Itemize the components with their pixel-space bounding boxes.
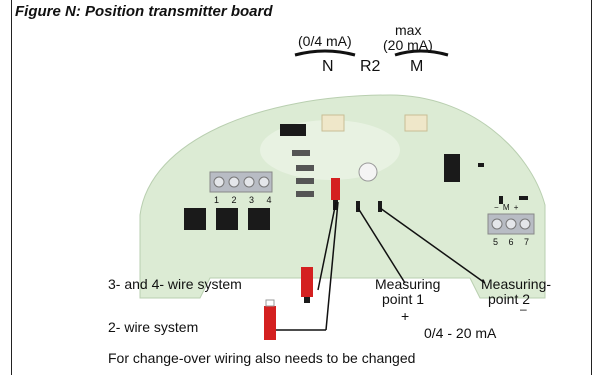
jumper-pin [265,299,275,307]
circuit-board [139,94,546,299]
callout-line [317,201,337,291]
ic-chip [216,208,238,230]
potentiometer-n [321,114,345,132]
range-high-label: (20 mA) [383,37,433,53]
pot-n-arc [294,49,356,57]
terminal-screw [505,218,517,230]
jumper-3-4-wire-icon [301,267,313,297]
figure-title: Figure N: Position transmitter board [15,3,273,20]
ic-chip [444,154,460,182]
measuring-point-1 [356,201,360,212]
measuring-point-2-line1: Measuring- [481,276,552,292]
pin [499,196,503,204]
pot-m-arc [394,49,449,57]
callout-line [357,207,406,284]
r2-component [358,162,378,182]
measuring-point-2-line2: point 2 [488,291,531,307]
terminal-signs-right: − M + [494,203,520,212]
callout-line [379,207,486,284]
range-label: 0/4 - 20 mA [424,325,497,341]
terminal-numbers-right: 5 6 7 [493,237,534,247]
plus-sign: + [401,308,410,324]
ic-chip [184,208,206,230]
pot-n-label: N [322,58,334,75]
pin [519,196,528,200]
potentiometer-m [404,114,428,132]
terminal-screw [519,218,531,230]
resistor [296,178,314,184]
r2-label: R2 [360,58,381,75]
resistor [296,191,314,197]
minus-sign: – [520,302,527,316]
jumper-2-wire-icon [264,306,276,340]
figure-frame [11,0,592,375]
measuring-point-1-line2: point 1 [382,291,425,307]
changeover-note: For change-over wiring also needs to be … [108,350,416,366]
terminal-screw [228,176,240,188]
range-low-label: (0/4 mA) [298,33,352,49]
ic-chip [280,124,306,136]
jumper-pin [304,297,310,303]
measuring-point-1-line1: Measuring [375,276,441,292]
ic-chip [478,163,484,167]
callout-line [325,201,339,331]
wire-3-4-label: 3- and 4- wire system [108,276,242,292]
measuring-point-2 [378,201,382,212]
terminal-screw [258,176,270,188]
pot-m-label: M [410,58,424,75]
terminal-block-left [209,171,273,193]
terminal-screw [213,176,225,188]
ic-chip [248,208,270,230]
terminal-numbers-left: 1 2 3 4 [214,195,277,205]
terminal-screw [491,218,503,230]
max-label: max [395,22,422,38]
terminal-screw [243,176,255,188]
jumper-on-board [331,178,340,200]
resistor [296,165,314,171]
resistor [292,150,310,156]
wire-2-label: 2- wire system [108,319,199,335]
